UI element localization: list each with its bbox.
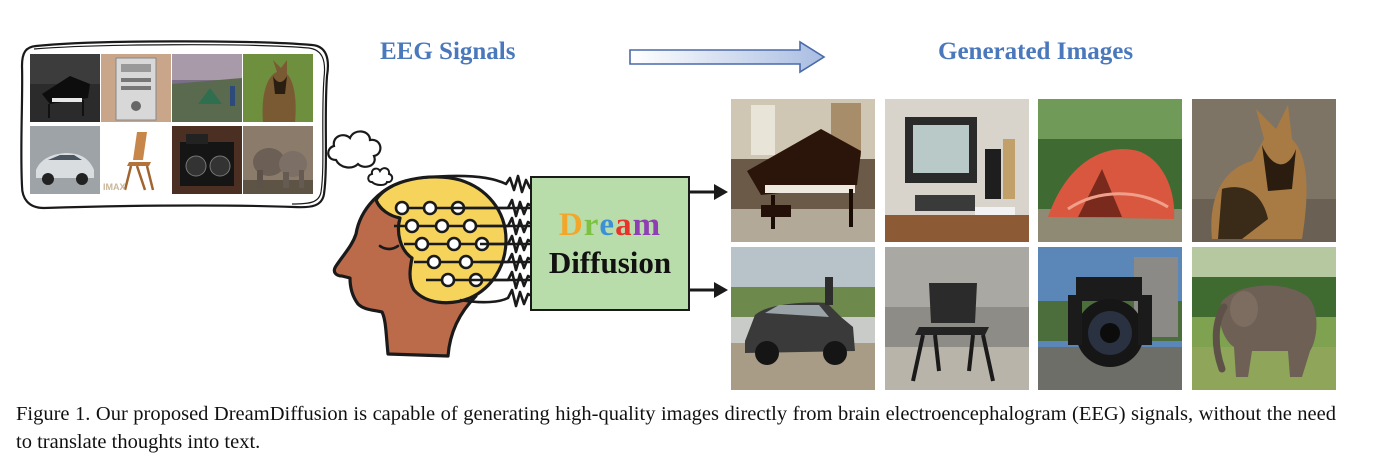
dream-letter: m — [632, 206, 662, 243]
right-arrow-icon — [629, 40, 826, 74]
thought-image-camera — [172, 126, 242, 194]
generated-image-elephant — [1192, 247, 1336, 390]
generated-image-tent — [1038, 99, 1182, 242]
output-arrow-bottom-icon — [690, 282, 728, 298]
generated-image-grand-piano — [731, 99, 875, 242]
thought-puff-small-icon — [367, 167, 394, 186]
dream-diffusion-box: Dream Diffusion — [530, 176, 690, 311]
eeg-signals-heading: EEG Signals — [380, 38, 516, 65]
eeg-wave-lines — [420, 174, 536, 308]
dream-wordmark: Dream — [559, 206, 661, 244]
thought-image-car — [30, 126, 100, 194]
generated-image-camera — [1038, 247, 1182, 390]
thought-bubble — [20, 40, 329, 210]
output-arrow-top-icon — [690, 184, 728, 200]
dream-letter: a — [615, 206, 633, 243]
generated-image-computer — [885, 99, 1029, 242]
figure-caption: Figure 1. Our proposed DreamDiffusion is… — [16, 403, 1336, 453]
thought-image-german-shepherd — [243, 54, 313, 122]
generated-image-chair — [885, 247, 1029, 390]
thought-image-grand-piano — [30, 54, 100, 122]
generated-images-heading: Generated Images — [938, 38, 1134, 65]
dream-letter: D — [558, 206, 584, 243]
generated-image-german-shepherd — [1192, 99, 1336, 242]
thought-puff-large-icon — [327, 130, 382, 169]
thought-image-computer — [101, 54, 171, 122]
thought-image-elephants — [243, 126, 313, 194]
diffusion-label: Diffusion — [548, 244, 672, 280]
thought-image-folding-chair: IMAX — [101, 126, 171, 194]
dream-letter: e — [599, 206, 616, 243]
dream-letter: r — [583, 206, 600, 243]
thought-image-tent — [172, 54, 242, 122]
generated-image-suv — [731, 247, 875, 390]
imax-stamp: IMAX — [103, 182, 126, 192]
